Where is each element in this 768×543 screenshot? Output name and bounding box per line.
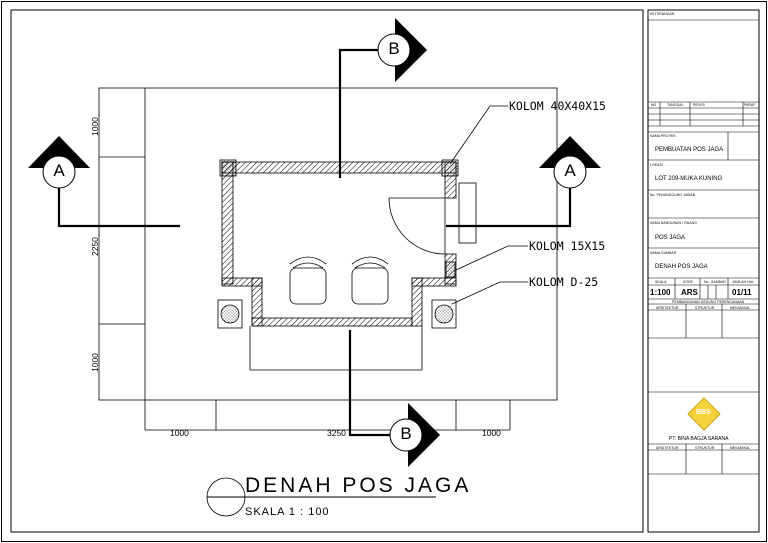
tb-kode: ARS (681, 288, 698, 297)
tb-struktur-label: STRUKTUR (695, 306, 715, 310)
door (388, 197, 446, 255)
site-outline (98, 87, 558, 431)
tb-nogambar-label: No. GAMBAR (704, 280, 726, 284)
tb-arsitektur-label: ARSITEKTUR (656, 306, 679, 310)
dim-bottom-left: 1000 (170, 428, 189, 438)
title-block-frame (647, 9, 760, 533)
section-lines (57, 48, 572, 437)
title-block-grid (648, 19, 759, 475)
leader-lines (449, 105, 528, 305)
dim-left-bot: 1000 (90, 353, 100, 372)
tb-proyek-label: NAMA PROYEK (650, 134, 676, 138)
walls (221, 161, 457, 327)
tb-bangunan: POS JAGA (655, 235, 686, 241)
tb-rev-no: NO (651, 103, 657, 107)
tb-struktur-label-2: STRUKTUR (695, 446, 715, 450)
tb-kode-label: KODE (683, 280, 694, 284)
tb-jumlah: 01/11 (732, 288, 752, 297)
tb-bangunan-label: NAMA BANGUNAN / RUANG (650, 221, 697, 225)
section-label-a-right: A (564, 161, 576, 180)
column-15x15 (445, 261, 456, 278)
dim-left-mid: 2250 (90, 237, 100, 256)
section-marker-b-bottom (389, 403, 440, 467)
chairs (289, 256, 389, 305)
tb-lokasi-label: LOKASI (650, 163, 663, 167)
chair-1 (289, 267, 327, 305)
tb-jumlah-label: JUMLAH HAL (732, 280, 755, 284)
section-label-b-top: B (388, 39, 400, 58)
column-d25-right (434, 304, 454, 324)
drawing-scale: SKALA 1 : 100 (245, 506, 330, 518)
tb-rev-revisi: REVISI (693, 103, 705, 107)
column-d25-left (220, 304, 240, 324)
tb-gambar: DENAH POS JAGA (655, 264, 708, 270)
section-label-a-left: A (53, 161, 65, 180)
tb-gambar-label: NAMA GAMBAR (650, 251, 677, 255)
dim-bottom-mid: 3250 (327, 428, 346, 438)
tb-arsitektur-label-2: ARSITEKTUR (656, 446, 679, 450)
company-logo-icon (687, 397, 721, 431)
tb-penanggung-label: No. PENANGGUNG JAWAB (650, 193, 696, 197)
section-marker-b-top (377, 18, 427, 82)
drawing-title: DENAH POS JAGA (245, 474, 472, 497)
label-kolom-15x15: KOLOM 15X15 (529, 239, 606, 253)
column-40x40-tl (219, 159, 237, 177)
tb-keterangan-label: KETERANGAN (650, 12, 675, 16)
column-40x40-tr (441, 159, 459, 177)
label-kolom-d25: KOLOM D-25 (529, 275, 599, 289)
dim-left-top: 1000 (90, 117, 100, 136)
tb-pembangunan-label: PEMBANGUNAN GEDUNG PERENCANAAN (672, 300, 745, 304)
tb-mekanikal-label: MEKANIKAL (730, 306, 751, 310)
tb-rev-paraf: PARAF (744, 103, 756, 107)
company-logo-text: BBS (696, 409, 711, 416)
chair-2 (351, 267, 389, 305)
tb-rev-tanggal: TANGGAL (667, 103, 684, 107)
section-label-b-bottom: B (400, 424, 412, 443)
tb-lokasi: LOT 209-MUKA KUNING (655, 176, 723, 182)
tb-skala: 1:100 (650, 288, 671, 297)
section-marker-a-right (539, 136, 601, 189)
columns (217, 159, 459, 329)
drawing-frame (10, 9, 644, 533)
tb-skala-label: SKALA (655, 280, 667, 284)
tb-company: PT. BINA BAGJA SARANA (669, 436, 729, 442)
tb-mekanikal-label-2: MEKANIKAL (730, 446, 751, 450)
tb-proyek: PEMBUATAN POS JAGA (655, 147, 724, 153)
dim-bottom-right: 1000 (482, 428, 501, 438)
section-marker-a-left (28, 136, 90, 189)
label-kolom-40x40x15: KOLOM 40X40X15 (509, 99, 606, 113)
